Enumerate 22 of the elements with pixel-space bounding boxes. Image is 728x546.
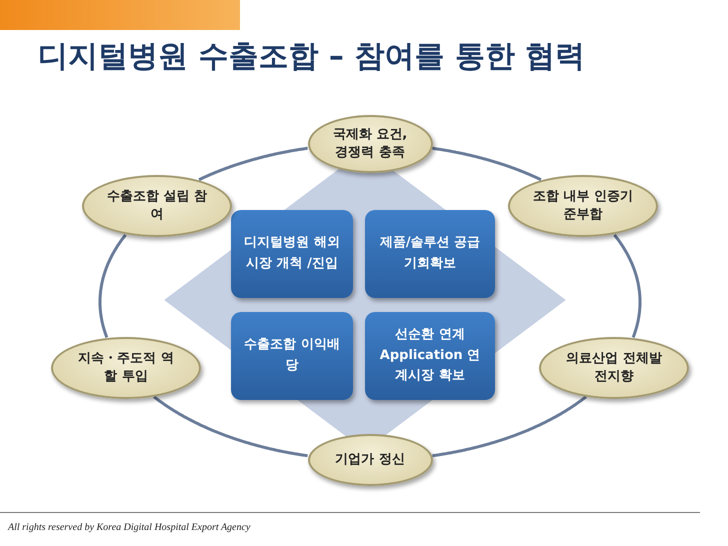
node-text: 수출조합 설립 참여: [106, 188, 208, 224]
ring-connector: [432, 146, 542, 182]
ring-connector: [198, 146, 308, 182]
title: 디지털병원 수출조합 – 참여를 통한 협력: [38, 38, 586, 76]
oval-node: [82, 175, 232, 237]
node-text: 선순환 연계 Application 연계시장 확보: [378, 326, 482, 386]
node-text: 디지털병원 해외시장 개척 /진입: [243, 234, 341, 273]
node-text: 국제화 요건, 경쟁력 충족: [332, 126, 408, 162]
node-text: 제품/솔루션 공급기회확보: [378, 234, 482, 273]
oval-node: [308, 434, 432, 486]
ring-connector: [98, 234, 127, 338]
node-text: 기업가 정신: [335, 451, 405, 469]
rounded-box: [365, 312, 495, 400]
copyright-note: All rights reserved by Korea Digital Hospital Export Agency: [8, 522, 250, 533]
ring-connector: [613, 234, 642, 338]
node-text: 조합 내부 인증기준부합: [532, 188, 634, 224]
rounded-box: [365, 210, 495, 298]
node-text: 의료산업 전체발전지향: [565, 350, 663, 386]
rounded-box: [231, 312, 353, 400]
node-text: 지속・주도적 역할 투입: [77, 350, 175, 386]
node-text: 수출조합 이익배당: [243, 336, 341, 375]
rounded-box: [231, 210, 353, 298]
